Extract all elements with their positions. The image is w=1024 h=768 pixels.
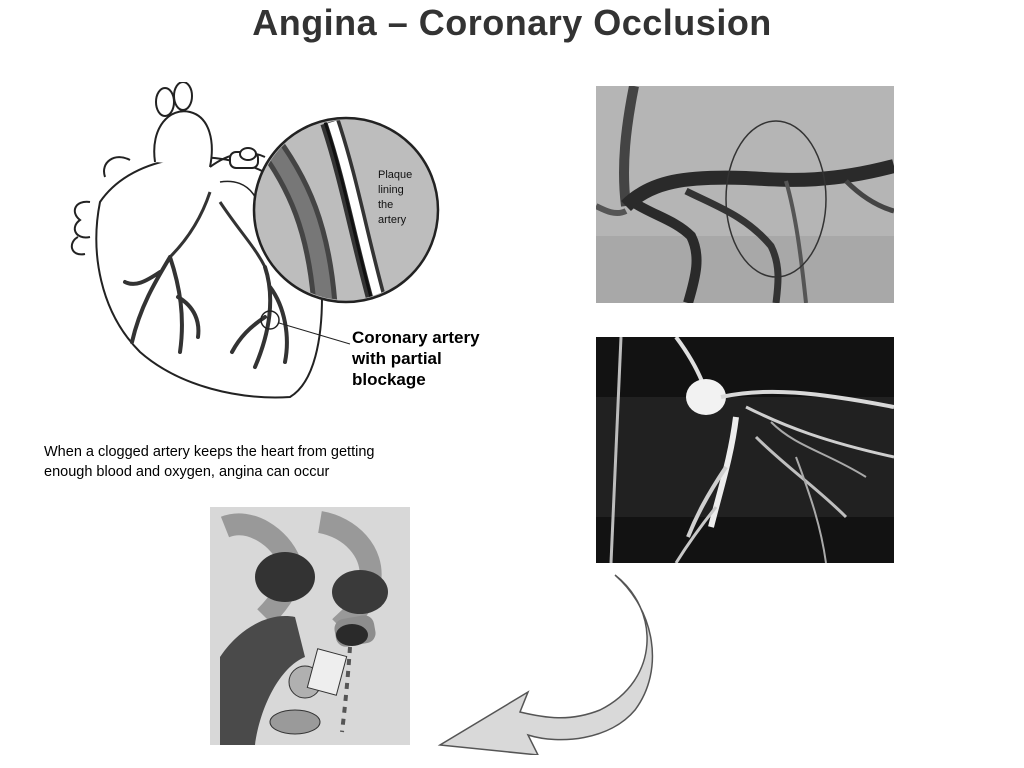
callout-line: blockage <box>352 370 426 389</box>
occlusion-circle <box>725 120 827 278</box>
plaque-label-line: the <box>378 199 393 211</box>
callout-line: with partial <box>352 349 442 368</box>
callout-line: Coronary artery <box>352 328 480 347</box>
slide-title: Angina – Coronary Occlusion <box>252 2 772 43</box>
caption-line: enough blood and oxygen, angina can occu… <box>44 464 330 480</box>
blockage-marker <box>260 310 280 330</box>
angiogram-bottom-image <box>596 337 894 563</box>
heart-illustration: Plaque lining the artery <box>60 82 450 402</box>
clogged-pipes-cartoon <box>210 507 410 745</box>
caption-line: When a clogged artery keeps the heart fr… <box>44 444 375 460</box>
slide-caption: When a clogged artery keeps the heart fr… <box>44 442 454 482</box>
coronary-artery-left <box>123 255 201 354</box>
angiogram-top-image <box>596 86 894 303</box>
plaque-label-line: artery <box>378 214 407 226</box>
curved-arrow <box>430 570 670 755</box>
plaque-label-line: Plaque <box>378 169 412 181</box>
blockage-callout: Coronary artery with partial blockage <box>352 327 522 390</box>
plaque-label-line: lining <box>378 184 404 196</box>
